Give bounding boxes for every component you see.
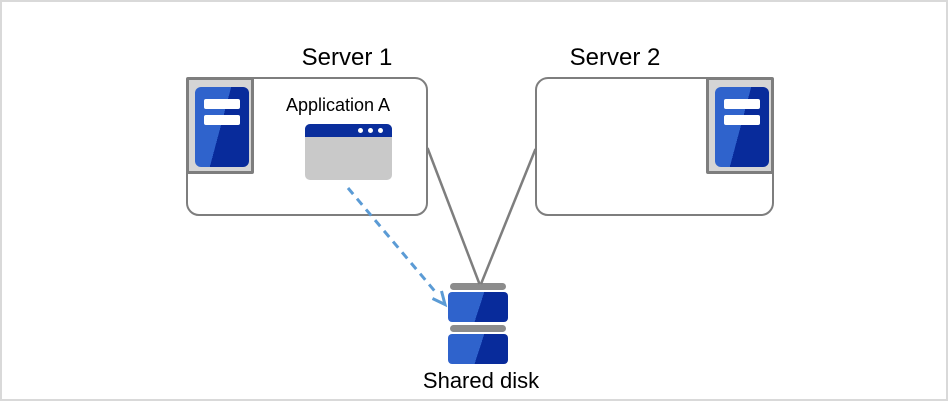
server-drive-slot: [724, 99, 760, 109]
window-dot-icon: [378, 128, 383, 133]
shared-disk-label: Shared disk: [422, 368, 540, 393]
server2-label: Server 2: [569, 44, 661, 71]
connector-server2-disk: [479, 148, 537, 285]
server-drive-slot: [204, 115, 240, 125]
server-tower-icon: [186, 77, 254, 174]
window-dot-icon: [368, 128, 373, 133]
disk-platter-body: [448, 334, 508, 364]
window-dot-icon: [358, 128, 363, 133]
server-tower-chassis: [715, 87, 769, 167]
server-drive-slot: [724, 115, 760, 125]
disk-platter-cap: [450, 325, 506, 332]
connector-server1-disk: [426, 147, 481, 285]
server1-label: Server 1: [301, 44, 393, 71]
disk-platter-body: [448, 292, 508, 322]
server-tower-chassis: [195, 87, 249, 167]
dashed-arrow-head: [431, 290, 448, 308]
window-titlebar: [305, 124, 392, 137]
disk-platter-cap: [450, 283, 506, 290]
server-tower-icon: [706, 77, 774, 174]
disk-stack-icon: [448, 283, 508, 364]
application-window-icon: [305, 124, 392, 180]
application-label: Application A: [285, 95, 391, 115]
server-drive-slot: [204, 99, 240, 109]
